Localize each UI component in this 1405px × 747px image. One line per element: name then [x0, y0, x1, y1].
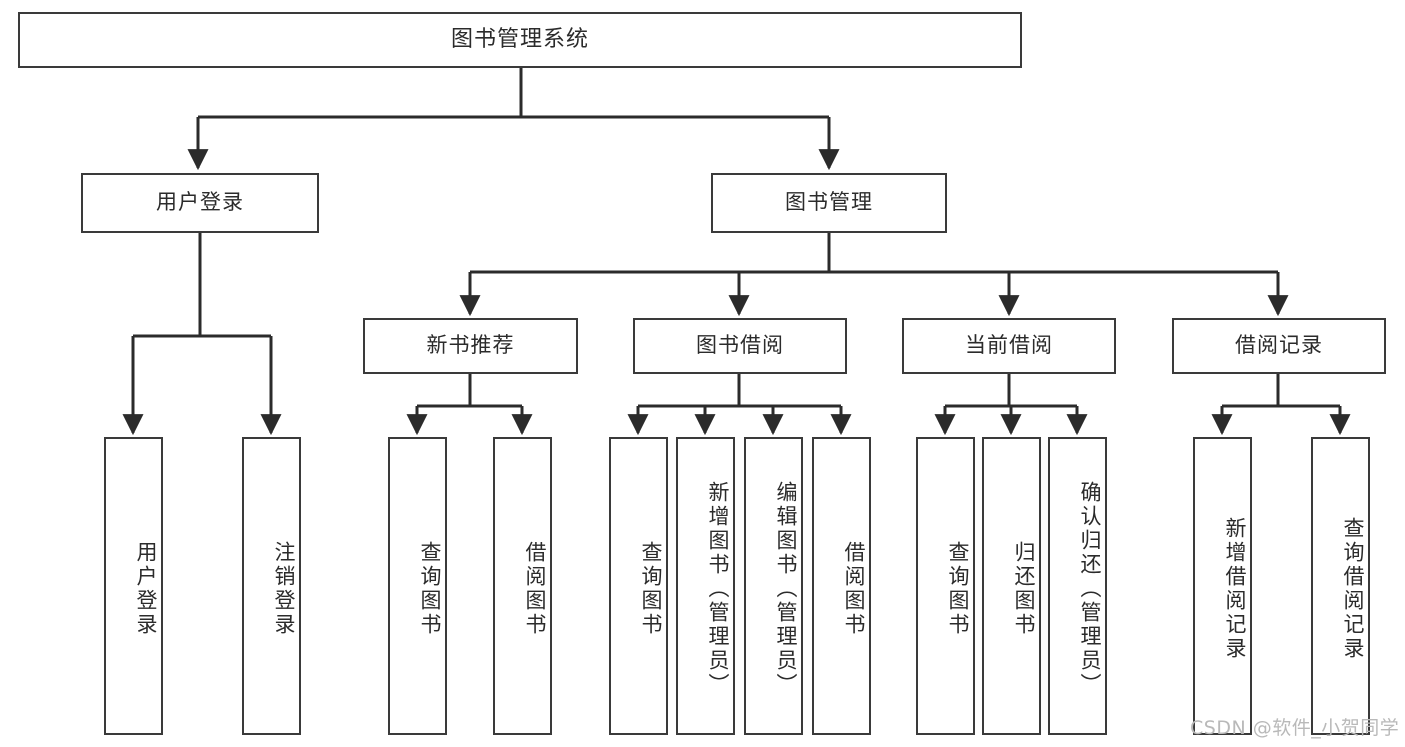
leaf-new-book-borrow[interactable]: 借阅图书: [493, 437, 552, 735]
node-book-borrow[interactable]: 图书借阅: [633, 318, 847, 374]
node-current-borrow[interactable]: 当前借阅: [902, 318, 1116, 374]
leaf-book-borrow-add[interactable]: 新增图书（管理员）: [676, 437, 735, 735]
watermark-text: CSDN @软件_小贺同学: [1190, 717, 1400, 739]
node-book-manage[interactable]: 图书管理: [711, 173, 947, 233]
leaf-borrow-record-add[interactable]: 新增借阅记录: [1193, 437, 1252, 735]
leaf-new-book-query[interactable]: 查询图书: [388, 437, 447, 735]
leaf-current-borrow-query[interactable]: 查询图书: [916, 437, 975, 735]
leaf-borrow-record-query[interactable]: 查询借阅记录: [1311, 437, 1370, 735]
leaf-user-login-login[interactable]: 用户登录: [104, 437, 163, 735]
leaf-user-login-logout[interactable]: 注销登录: [242, 437, 301, 735]
leaf-current-borrow-confirm-return[interactable]: 确认归还（管理员）: [1048, 437, 1107, 735]
node-root-system[interactable]: 图书管理系统: [18, 12, 1022, 68]
node-new-book-recommend[interactable]: 新书推荐: [363, 318, 578, 374]
leaf-book-borrow-query[interactable]: 查询图书: [609, 437, 668, 735]
node-borrow-record[interactable]: 借阅记录: [1172, 318, 1386, 374]
leaf-book-borrow-edit[interactable]: 编辑图书（管理员）: [744, 437, 803, 735]
node-user-login[interactable]: 用户登录: [81, 173, 319, 233]
leaf-book-borrow-borrow[interactable]: 借阅图书: [812, 437, 871, 735]
leaf-current-borrow-return[interactable]: 归还图书: [982, 437, 1041, 735]
